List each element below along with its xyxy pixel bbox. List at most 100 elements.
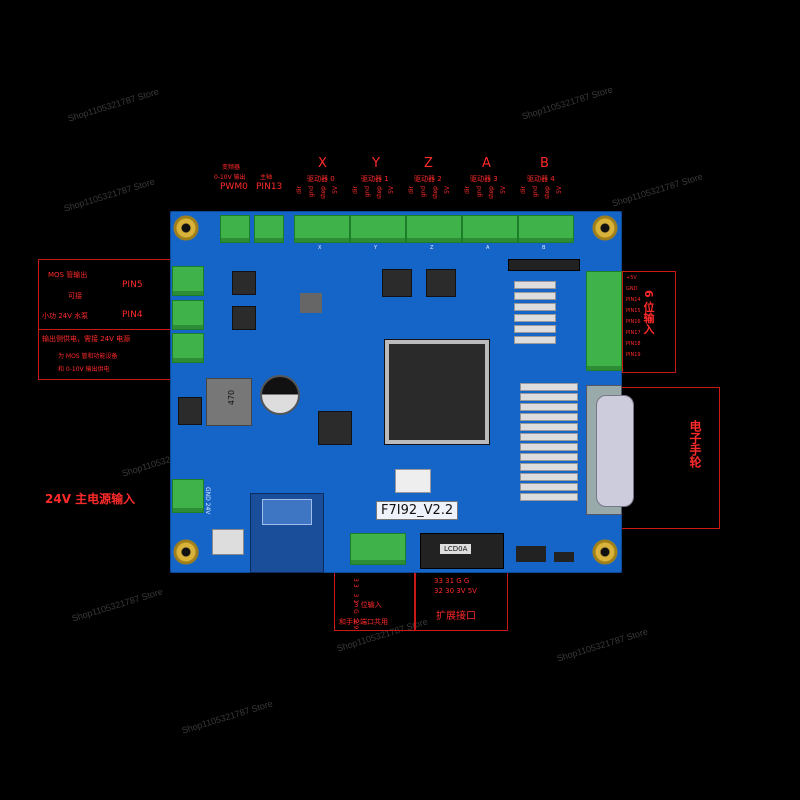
shared-port-label: 和手轮端口共用: [339, 618, 388, 626]
inductor-label: 470: [227, 389, 237, 406]
pwm-terminal[interactable]: [220, 215, 250, 243]
pcb-board: X Y Z A B GND 24V 470 F7I92_V2.2 LCD0A: [170, 211, 634, 573]
driver-2-label: 驱动器 2: [414, 175, 442, 183]
jumper-header[interactable]: [516, 546, 546, 562]
mos-supply-terminal[interactable]: [172, 333, 204, 363]
electrolytic-capacitor: [260, 375, 300, 415]
pin-header[interactable]: [508, 259, 580, 271]
mounting-hole: [173, 539, 199, 565]
sot-chip: [300, 293, 322, 313]
pin5-label: PIN5: [122, 280, 143, 290]
resistor-row: [520, 403, 578, 411]
driver-4-label: 驱动器 4: [527, 175, 555, 183]
watermark: Shop1105321787 Store: [70, 586, 164, 624]
resistor-row: [520, 473, 578, 481]
resistor-row: [520, 463, 578, 471]
driver-pin-label: step: [544, 186, 551, 199]
mos-output-line1: MOS 管输出: [48, 271, 88, 279]
driver-b-terminal[interactable]: [518, 215, 574, 243]
mosfet: [232, 306, 256, 330]
driver-1-label: 驱动器 1: [361, 175, 389, 183]
three-input-terminal[interactable]: [350, 533, 406, 565]
resistor-row: [520, 393, 578, 401]
driver-a-terminal[interactable]: [462, 215, 518, 243]
main-mcu: [384, 339, 490, 445]
driver-pin-label: gnd: [420, 186, 427, 198]
mos-output-line2: 可接: [68, 292, 82, 300]
main-power-label: 24V 主电源输入: [45, 492, 136, 506]
axis-x-label: X: [318, 156, 327, 171]
inputs-annotation-box: [622, 271, 676, 373]
crystal: [395, 469, 431, 493]
inductor: [206, 378, 252, 426]
handwheel-label: 电子手轮: [688, 420, 702, 468]
driver-y-terminal[interactable]: [350, 215, 406, 243]
resistor-row: [520, 443, 578, 451]
expansion-header-label: LCD0A: [440, 544, 472, 554]
dip-switch[interactable]: [212, 529, 244, 555]
resistor-row: [514, 281, 556, 289]
three-inputs-label: 3 位输入: [354, 601, 382, 609]
driver-pin-label: 5V: [444, 186, 451, 194]
watermark: Shop1105321787 Store: [180, 698, 274, 736]
resistor-row: [520, 483, 578, 491]
mos-output-line3: 小功 24V 水泵: [42, 312, 89, 320]
driver-pin-label: step: [320, 186, 327, 199]
driver-pin-label: 5V: [500, 186, 507, 194]
input-pin-label: PIN14: [626, 297, 641, 303]
watermark: Shop1105321787 Store: [520, 84, 614, 122]
resistor-row: [520, 433, 578, 441]
resistor-row: [514, 314, 556, 322]
driver-x-terminal[interactable]: [294, 215, 350, 243]
mounting-hole: [592, 539, 618, 565]
pin5-terminal[interactable]: [172, 266, 204, 296]
pwm-title: 变频器: [222, 164, 241, 171]
input-pin-label: PIN18: [626, 341, 641, 347]
six-input-terminal[interactable]: [586, 271, 622, 371]
silk-x: X: [318, 245, 322, 251]
silk-y: Y: [374, 245, 378, 251]
silk-gnd24: GND 24V: [204, 487, 211, 515]
qfp-small: [318, 411, 352, 445]
axis-b-label: B: [540, 156, 549, 171]
driver-pin-label: dir: [296, 186, 303, 194]
axis-a-label: A: [482, 156, 491, 171]
watermark: Shop1105321787 Store: [66, 86, 160, 124]
silk-b: B: [542, 245, 546, 251]
main-power-terminal[interactable]: [172, 479, 204, 513]
watermark: Shop1105321787 Store: [62, 176, 156, 214]
resistor-row: [520, 413, 578, 421]
driver-pin-label: step: [376, 186, 383, 199]
regulator: [178, 397, 202, 425]
resistor-row: [514, 303, 556, 311]
pin13-terminal[interactable]: [254, 215, 284, 243]
pin4-terminal[interactable]: [172, 300, 204, 330]
input-pin-label: PIN19: [626, 352, 641, 358]
resistor-row: [520, 423, 578, 431]
resistor-row: [514, 336, 556, 344]
resistor-row: [520, 493, 578, 501]
pin13-sub: 主轴: [260, 174, 273, 181]
input-pin-label: GND: [626, 286, 638, 292]
pwm-desc: 0-10V 输出: [214, 174, 246, 181]
resistor-row: [514, 292, 556, 300]
axis-z-label: Z: [424, 156, 433, 171]
pin13-label: PIN13: [256, 182, 283, 192]
pwm-label: PWM0: [220, 182, 248, 192]
driver-z-terminal[interactable]: [406, 215, 462, 243]
driver-pin-label: dir: [464, 186, 471, 194]
rj45-housing: [262, 499, 312, 525]
supply-line3: 和 0-10V 输出供电: [58, 366, 110, 373]
driver-pin-label: 5V: [388, 186, 395, 194]
resistor-row: [514, 325, 556, 333]
driver-pin-label: dir: [408, 186, 415, 194]
driver-pin-label: gnd: [476, 186, 483, 198]
jumper-header-2[interactable]: [554, 552, 574, 562]
driver-pin-label: gnd: [532, 186, 539, 198]
resistor-row: [520, 453, 578, 461]
driver-0-label: 驱动器 0: [307, 175, 335, 183]
driver-pin-label: step: [488, 186, 495, 199]
supply-line2: 为 MOS 管和功能设备: [58, 353, 118, 360]
driver-ic: [426, 269, 456, 297]
axis-y-label: Y: [372, 156, 380, 171]
